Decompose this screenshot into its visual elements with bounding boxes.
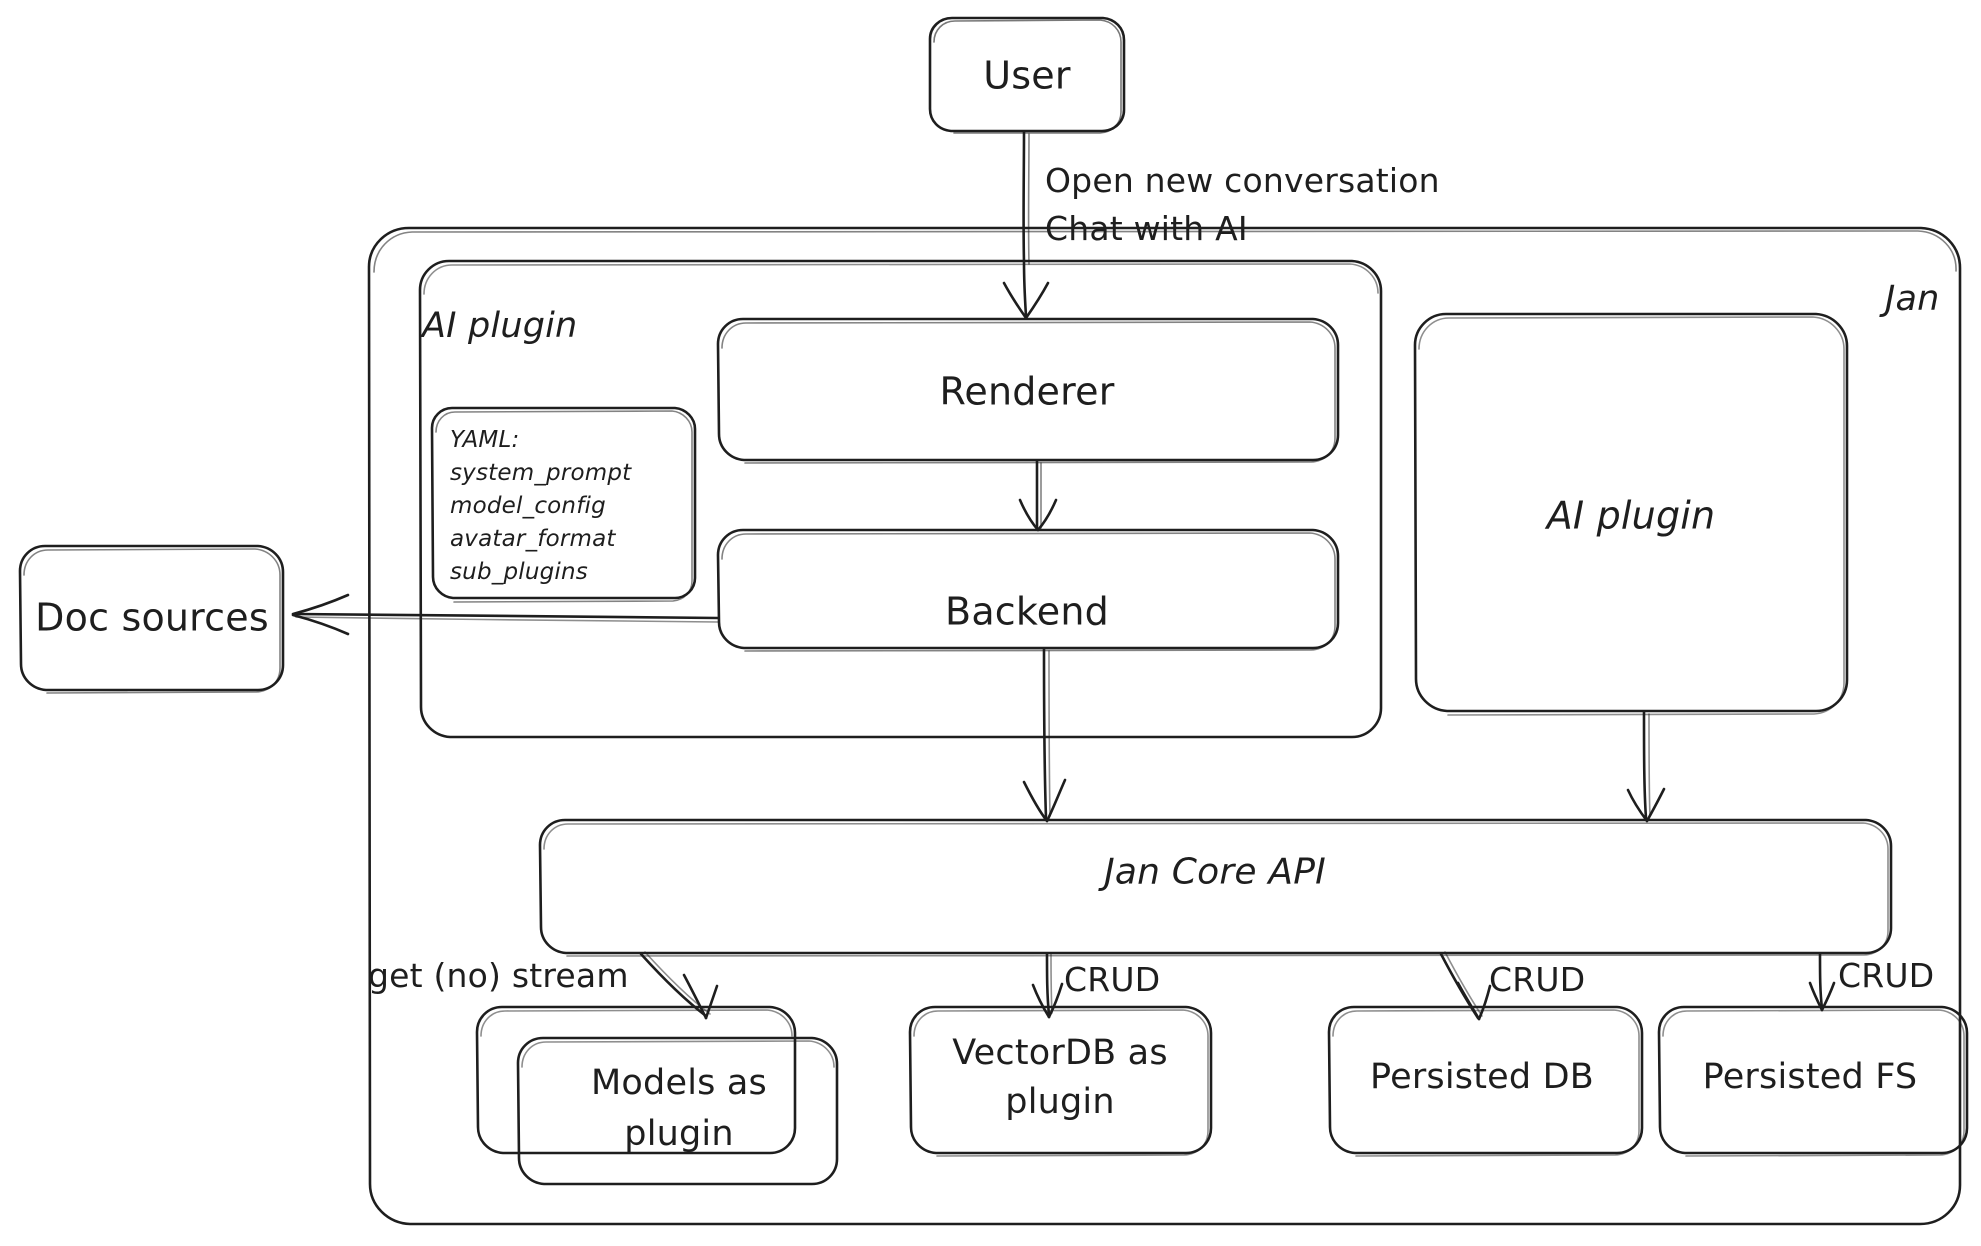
edge-renderer-to-backend	[1018, 459, 1058, 532]
node-persisted-fs-label[interactable]: Persisted FS	[1702, 1057, 1918, 1098]
edge-user-to-renderer	[1002, 130, 1050, 320]
edge-label-open-conversation-line2: Chat with AI	[1045, 209, 1248, 248]
edge-core-to-persisted-fs	[1808, 952, 1836, 1012]
container-jan[interactable]	[367, 226, 1962, 1226]
node-persisted-db-shape[interactable]	[1327, 1005, 1644, 1157]
edge-ai-plugin-to-core	[1626, 710, 1666, 823]
container-jan-label: Jan	[1885, 279, 1940, 319]
node-doc-sources-label[interactable]: Doc sources	[35, 595, 269, 640]
yaml-note-key-model-config: model_config	[450, 493, 606, 519]
edge-core-to-persisted-db	[1439, 951, 1492, 1021]
node-backend-label[interactable]: Backend	[945, 589, 1109, 634]
edge-label-crud-persisted-fs: CRUD	[1838, 956, 1935, 995]
node-renderer-label[interactable]: Renderer	[939, 369, 1115, 414]
yaml-note-key-sub-plugins: sub_plugins	[450, 559, 588, 585]
yaml-note-heading: YAML:	[450, 427, 520, 453]
node-models-shape[interactable]	[475, 1005, 839, 1186]
node-ai-plugin-label[interactable]: AI plugin	[1546, 493, 1716, 538]
node-models-label-line2[interactable]: plugin	[624, 1114, 734, 1155]
node-backend-shape[interactable]	[716, 528, 1340, 652]
yaml-note-key-system-prompt: system_prompt	[450, 460, 632, 486]
node-jan-core-api-shape[interactable]	[538, 818, 1893, 957]
edge-label-open-conversation-line1: Open new conversation	[1045, 161, 1440, 200]
container-ai-plugin-group[interactable]	[418, 259, 1383, 739]
node-doc-sources-shape[interactable]	[18, 544, 285, 694]
yaml-note-key-avatar-format: avatar_format	[450, 526, 616, 552]
node-vectordb-label-line1[interactable]: VectorDB as	[952, 1033, 1168, 1074]
node-renderer-shape[interactable]	[716, 317, 1340, 464]
edge-label-crud-persisted-db: CRUD	[1489, 960, 1586, 999]
node-yaml-note-shape[interactable]	[430, 406, 697, 603]
node-vectordb-label-line2[interactable]: plugin	[1005, 1082, 1115, 1123]
edge-label-get-no-stream: get (no) stream	[368, 956, 629, 995]
node-persisted-db-label[interactable]: Persisted DB	[1370, 1057, 1594, 1098]
node-persisted-fs-shape[interactable]	[1657, 1005, 1969, 1157]
edge-backend-to-core	[1022, 647, 1067, 823]
container-ai-plugin-group-label: AI plugin	[422, 306, 578, 346]
edge-backend-to-doc-sources	[291, 593, 720, 636]
node-user-label[interactable]: User	[983, 53, 1071, 98]
node-models-label-line1[interactable]: Models as	[591, 1063, 767, 1104]
edge-label-crud-vectordb: CRUD	[1064, 960, 1161, 999]
node-ai-plugin-shape[interactable]	[1413, 312, 1849, 716]
node-vectordb-shape[interactable]	[908, 1005, 1213, 1157]
node-jan-core-api-label[interactable]: Jan Core API	[1104, 851, 1326, 893]
node-user-shape[interactable]	[928, 16, 1126, 134]
